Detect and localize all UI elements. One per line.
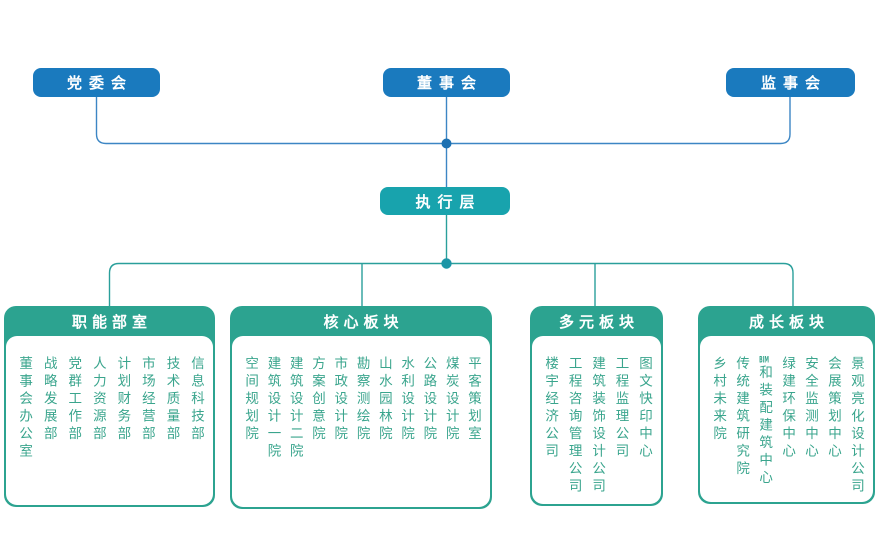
junction-dot-teal [441, 258, 452, 269]
org-item: 图文快印中心 [635, 356, 652, 461]
connector-bottom-horizontal [108, 262, 794, 307]
org-item: 董事会办公室 [16, 356, 33, 461]
org-item: 建筑设计一院 [264, 356, 281, 461]
node-supervisory-board: 监事会 [726, 68, 855, 97]
section-item-list: 乡村未来院传统建筑研究院 BIM和装配建筑中心绿建环保中心安全监测中心会展策划中心… [700, 336, 873, 502]
section-growth-sector: 成长板块 乡村未来院传统建筑研究院 BIM和装配建筑中心绿建环保中心安全监测中心会… [698, 306, 875, 504]
node-party-committee: 党委会 [33, 68, 160, 97]
org-item: 战略发展部 [40, 356, 57, 444]
org-item: 市政设计院 [331, 356, 348, 444]
section-diversified-sector: 多元板块 楼宇经济公司工程咨询管理公司建筑装饰设计公司工程监理公司图文快印中心 [530, 306, 663, 506]
org-item: 工程监理公司 [612, 356, 629, 461]
org-item: 景观亮化设计公司 [847, 356, 864, 496]
org-item: 平客策划室 [464, 356, 481, 444]
org-item: 建筑装饰设计公司 [589, 356, 606, 496]
org-item: 党群工作部 [65, 356, 82, 444]
org-item: 乡村未来院 [710, 356, 727, 444]
org-item: 空间规划院 [242, 356, 259, 444]
org-item: 绿建环保中心 [779, 356, 796, 461]
section-item-list: 楼宇经济公司工程咨询管理公司建筑装饰设计公司工程监理公司图文快印中心 [532, 336, 661, 504]
org-item: 山水园林院 [375, 356, 392, 444]
org-item: 方案创意院 [309, 356, 326, 444]
org-item: 计划财务部 [114, 356, 131, 444]
node-party-committee-label: 党委会 [66, 74, 133, 92]
node-board-of-directors-label: 董事会 [416, 74, 483, 92]
junction-dot-blue [441, 138, 452, 149]
org-item: BIM和装配建筑中心 [756, 356, 773, 488]
org-item: 市场经营部 [138, 356, 155, 444]
section-title: 多元板块 [558, 313, 639, 331]
org-item: 安全监测中心 [802, 356, 819, 461]
section-title: 核心板块 [323, 313, 404, 331]
org-item: 人力资源部 [89, 356, 106, 444]
org-item: 水利设计院 [398, 356, 415, 444]
section-functional-departments: 职能部室 董事会办公室战略发展部党群工作部人力资源部计划财务部市场经营部技术质量… [4, 306, 215, 507]
org-item: 会展策划中心 [825, 356, 842, 461]
org-item: 技术质量部 [163, 356, 180, 444]
org-item: 煤炭设计院 [442, 356, 459, 444]
section-title: 职能部室 [71, 313, 152, 331]
org-item: 公路设计院 [420, 356, 437, 444]
node-supervisory-board-label: 监事会 [760, 74, 827, 92]
connector-top-horizontal [95, 97, 791, 145]
section-title: 成长板块 [748, 313, 829, 331]
section-core-sector: 核心板块 空间规划院建筑设计一院建筑设计二院方案创意院市政设计院勘察测绘院山水园… [230, 306, 492, 509]
node-executive-layer: 执行层 [380, 187, 510, 215]
org-item: 勘察测绘院 [353, 356, 370, 444]
org-item: 楼宇经济公司 [542, 356, 559, 461]
node-board-of-directors: 董事会 [383, 68, 510, 97]
org-item: 建筑设计二院 [286, 356, 303, 461]
section-item-list: 空间规划院建筑设计一院建筑设计二院方案创意院市政设计院勘察测绘院山水园林院水利设… [232, 336, 490, 507]
org-item: 传统建筑研究院 [733, 356, 750, 479]
node-executive-layer-label: 执行层 [415, 192, 482, 211]
org-item: 信息科技部 [188, 356, 204, 444]
section-item-list: 董事会办公室战略发展部党群工作部人力资源部计划财务部市场经营部技术质量部信息科技… [6, 336, 213, 505]
org-item: 工程咨询管理公司 [565, 356, 582, 496]
